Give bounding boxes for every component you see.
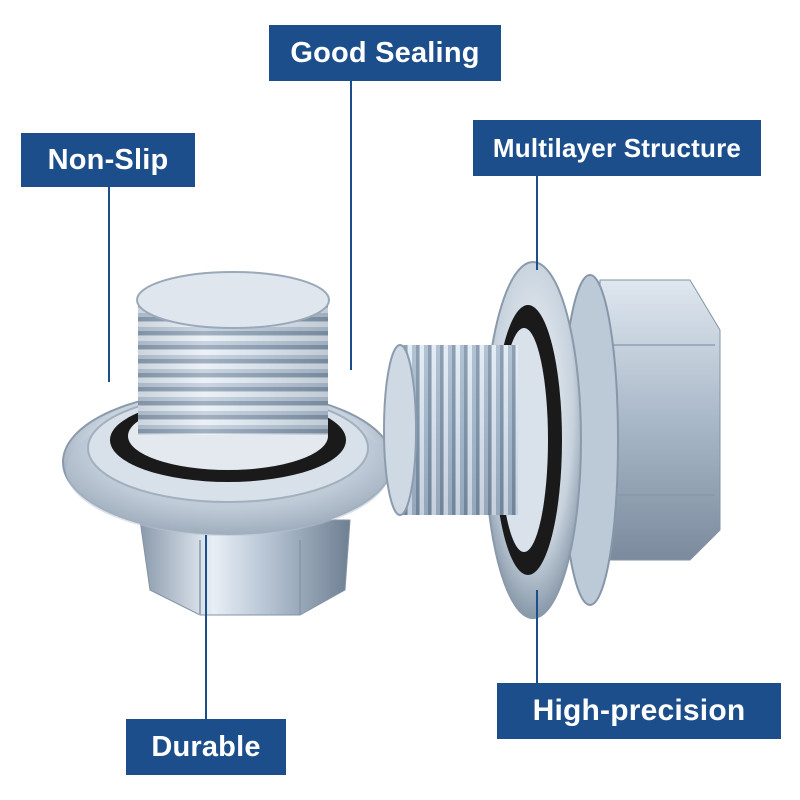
right-bolt	[383, 261, 721, 619]
durable-leader-line	[205, 535, 207, 720]
non-slip-leader-line	[108, 186, 110, 382]
label-durable: Durable	[126, 719, 286, 775]
good-sealing-leader-line	[350, 80, 352, 370]
multilayer-structure-leader-line	[536, 176, 538, 270]
label-good-sealing: Good Sealing	[269, 25, 501, 81]
left-bolt	[62, 271, 394, 616]
label-multilayer-structure: Multilayer Structure	[473, 120, 761, 176]
label-high-precision: High-precision	[497, 683, 781, 739]
label-non-slip: Non-Slip	[21, 133, 195, 187]
high-precision-leader-line	[536, 590, 538, 686]
